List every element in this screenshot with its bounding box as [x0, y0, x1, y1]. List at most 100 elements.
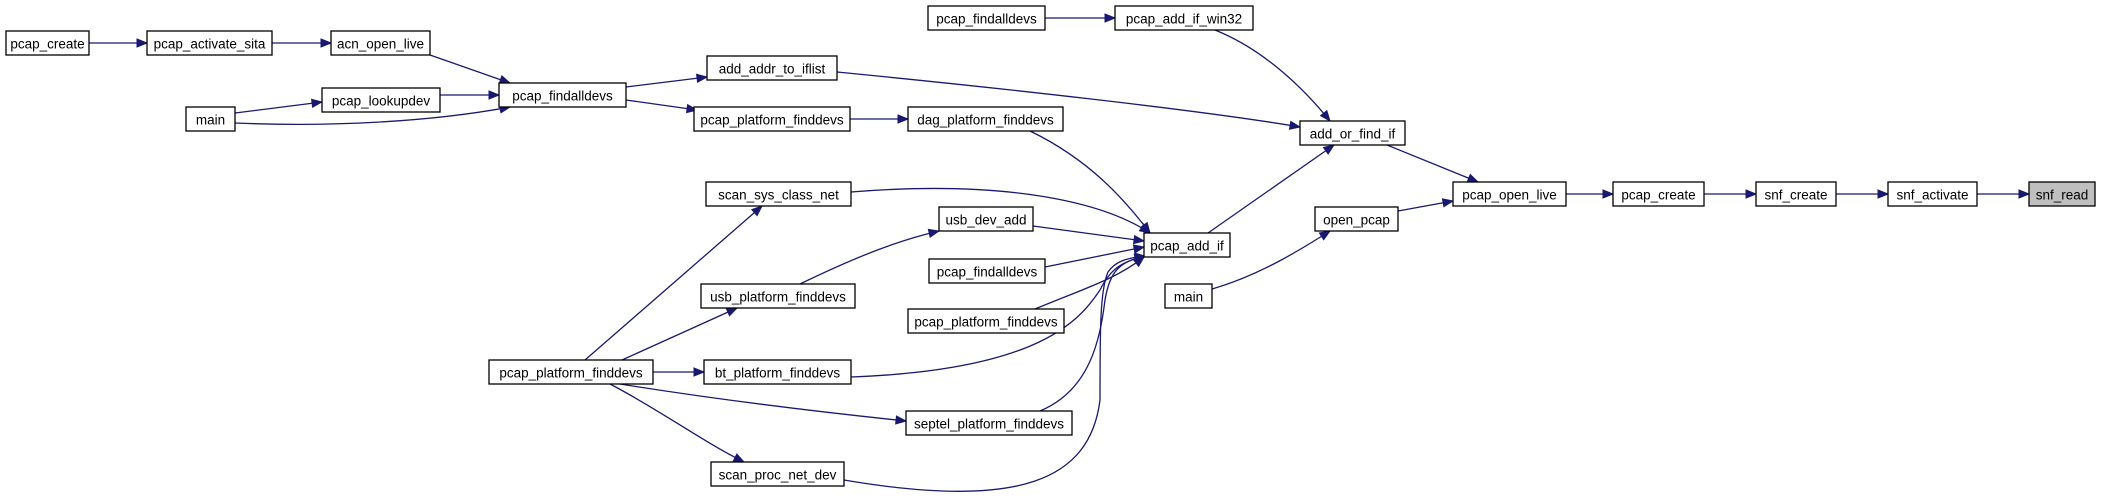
- edge-line: [1214, 29, 1331, 122]
- node-open-pcap[interactable]: open_pcap: [1314, 206, 1399, 232]
- node-label: main: [1174, 290, 1203, 305]
- edge-scan_sys_class_net-to-pcap_add_if: [850, 187, 1152, 234]
- arrowhead-icon: [1318, 230, 1332, 241]
- node-snf-create[interactable]: snf_create: [1755, 181, 1837, 207]
- node-label: pcap_add_if_win32: [1126, 12, 1242, 27]
- node-box: [1164, 283, 1213, 309]
- edge-snf_create-to-snf_activate: [1836, 189, 1890, 199]
- node-pcap-platform-finddevs-1[interactable]: pcap_platform_finddevs: [693, 106, 851, 132]
- edge-line: [1039, 255, 1146, 412]
- node-box: [905, 410, 1073, 436]
- node-label: acn_open_live: [337, 37, 424, 52]
- node-snf-activate[interactable]: snf_activate: [1887, 181, 1978, 207]
- edge-line: [843, 255, 1146, 493]
- node-septel-platform-finddevs[interactable]: septel_platform_finddevs: [905, 410, 1073, 436]
- arrowhead-icon: [1745, 189, 1758, 199]
- node-scan-proc-net-dev[interactable]: scan_proc_net_dev: [710, 461, 845, 487]
- node-box: [1612, 181, 1705, 207]
- node-box: [1299, 120, 1406, 146]
- edge-layer: [89, 13, 2031, 493]
- node-box: [1887, 181, 1978, 207]
- node-main-2[interactable]: main: [1164, 283, 1213, 309]
- arrowhead-icon: [320, 38, 333, 48]
- node-label: septel_platform_finddevs: [914, 417, 1064, 432]
- edge-line: [1386, 144, 1479, 183]
- node-usb-platform-finddevs[interactable]: usb_platform_finddevs: [700, 283, 856, 309]
- arrowhead-icon: [1134, 252, 1147, 262]
- node-label: pcap_open_live: [1462, 188, 1557, 203]
- node-label: pcap_create: [1621, 188, 1695, 203]
- arrowhead-icon: [1322, 144, 1336, 155]
- edge-dag_platform_finddevs-to-pcap_add_if: [1029, 130, 1151, 235]
- edge-pcap_add_if_win32-to-add_or_find_if: [1214, 29, 1331, 123]
- node-pcap-lookupdev[interactable]: pcap_lookupdev: [321, 87, 441, 113]
- edge-pcap_findalldevs_2-to-pcap_add_if_win32: [1045, 13, 1117, 23]
- node-add-or-find-if[interactable]: add_or_find_if: [1299, 120, 1406, 146]
- arrowhead-icon: [732, 453, 746, 463]
- node-box: [706, 55, 838, 81]
- arrowhead-icon: [693, 367, 706, 377]
- node-box: [2028, 181, 2096, 207]
- node-acn-open-live[interactable]: acn_open_live: [330, 30, 431, 56]
- edge-pcap_platform_finddevs_3-to-bt_platform_finddevs: [653, 367, 706, 377]
- arrowhead-icon: [2018, 189, 2031, 199]
- node-box: [938, 206, 1034, 232]
- node-box: [705, 181, 852, 207]
- arrowhead-icon: [488, 90, 501, 100]
- node-label: pcap_platform_finddevs: [700, 113, 844, 128]
- arrowhead-icon: [927, 228, 941, 238]
- node-pcap-create-1[interactable]: pcap_create: [5, 30, 90, 56]
- node-label: usb_dev_add: [945, 213, 1026, 228]
- node-add-addr-to-iflist[interactable]: add_addr_to_iflist: [706, 55, 838, 81]
- edge-line: [625, 76, 708, 88]
- edge-pcap_findalldevs_1-to-pcap_platform_finddevs_1: [625, 99, 699, 114]
- node-box: [1755, 181, 1837, 207]
- arrowhead-icon: [897, 114, 910, 124]
- node-pcap-findalldevs-3[interactable]: pcap_findalldevs: [928, 258, 1046, 284]
- arrowhead-icon: [310, 98, 324, 109]
- node-box: [498, 82, 627, 108]
- node-label: add_addr_to_iflist: [719, 62, 826, 77]
- node-pcap-findalldevs-1[interactable]: pcap_findalldevs: [498, 82, 627, 108]
- node-pcap-platform-finddevs-3[interactable]: pcap_platform_finddevs: [488, 359, 654, 385]
- node-pcap-add-if-win32[interactable]: pcap_add_if_win32: [1114, 5, 1254, 31]
- arrowhead-icon: [1877, 189, 1890, 199]
- node-pcap-add-if[interactable]: pcap_add_if: [1143, 232, 1231, 258]
- arrowhead-icon: [1104, 13, 1117, 23]
- node-bt-platform-finddevs[interactable]: bt_platform_finddevs: [703, 359, 852, 385]
- edge-pcap_platform_finddevs_3-to-scan_sys_class_net: [584, 205, 764, 361]
- node-box: [693, 106, 851, 132]
- node-box: [321, 87, 441, 113]
- node-layer: pcap_create pcap_activate_sita acn_open_li…: [5, 5, 2096, 487]
- edge-main_2-to-open_pcap: [1211, 230, 1332, 290]
- node-dag-platform-finddevs[interactable]: dag_platform_finddevs: [907, 106, 1064, 132]
- node-box: [1143, 232, 1231, 258]
- node-usb-dev-add[interactable]: usb_dev_add: [938, 206, 1034, 232]
- node-box: [146, 30, 273, 56]
- node-pcap-activate-sita[interactable]: pcap_activate_sita: [146, 30, 273, 56]
- node-label: pcap_findalldevs: [512, 89, 613, 104]
- node-main-1[interactable]: main: [185, 106, 236, 132]
- node-pcap-create-2[interactable]: pcap_create: [1612, 181, 1705, 207]
- edge-pcap_platform_finddevs_1-to-dag_platform_finddevs: [850, 114, 910, 124]
- edge-open_pcap-to-pcap_open_live: [1397, 198, 1455, 212]
- node-label: main: [196, 113, 225, 128]
- edge-line: [1029, 130, 1151, 234]
- node-snf-read[interactable]: snf_read: [2028, 181, 2096, 207]
- arrowhead-icon: [1319, 109, 1331, 123]
- edge-line: [1044, 246, 1145, 268]
- edge-add_or_find_if-to-pcap_open_live: [1386, 144, 1480, 183]
- arrowhead-icon: [1132, 234, 1146, 245]
- node-pcap-platform-finddevs-2[interactable]: pcap_platform_finddevs: [907, 308, 1065, 334]
- node-label: dag_platform_finddevs: [917, 113, 1054, 128]
- arrowhead-icon: [750, 205, 764, 217]
- node-box: [710, 461, 845, 487]
- edge-main_1-to-pcap_lookupdev: [234, 98, 324, 114]
- edge-pcap_create_1-to-pcap_activate_sita: [89, 38, 149, 48]
- edge-usb_platform_finddevs-to-usb_dev_add: [799, 228, 941, 285]
- node-scan-sys-class-net[interactable]: scan_sys_class_net: [705, 181, 852, 207]
- arrowhead-icon: [1132, 244, 1146, 254]
- edge-pcap_platform_finddevs_2-to-pcap_add_if: [1034, 256, 1146, 310]
- node-pcap-open-live[interactable]: pcap_open_live: [1452, 181, 1567, 207]
- node-pcap-findalldevs-2[interactable]: pcap_findalldevs: [927, 5, 1046, 31]
